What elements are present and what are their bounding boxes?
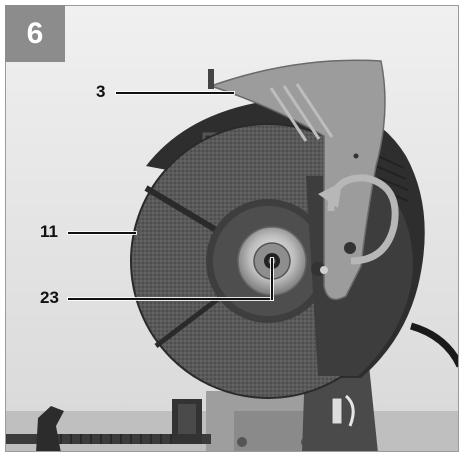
clamping-vise <box>6 399 211 451</box>
callout-label-3: 3 <box>96 82 106 101</box>
leader-line-23-vertical <box>271 258 273 300</box>
callout-label-23: 23 <box>40 288 59 307</box>
leader-line-3 <box>116 92 234 94</box>
leader-line-11 <box>68 232 136 234</box>
leader-line-23-horizontal <box>68 298 273 300</box>
blade-guard <box>208 59 399 301</box>
callout-label-11: 11 <box>40 222 58 241</box>
cutoff-saw-illustration <box>6 6 458 451</box>
photo-cutoff-saw <box>5 5 459 452</box>
figure-number-badge: 6 <box>5 5 65 62</box>
power-cable <box>409 322 458 368</box>
